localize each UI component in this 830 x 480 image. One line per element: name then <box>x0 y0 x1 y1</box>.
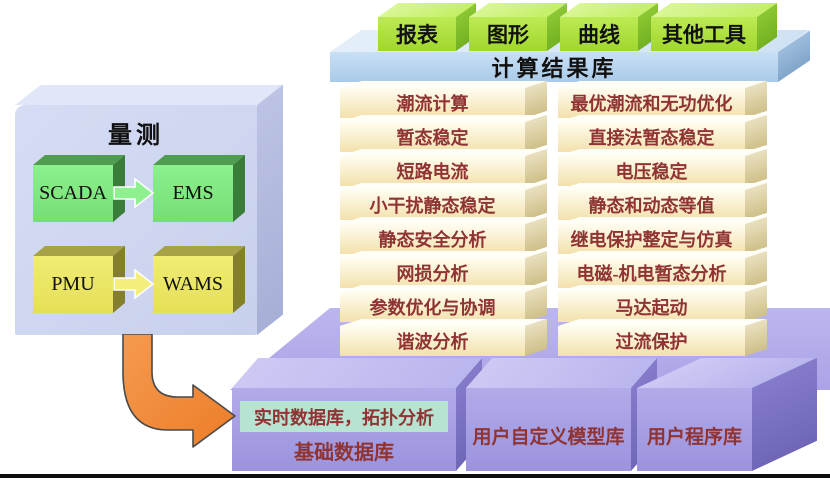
ems-label: EMS <box>172 182 214 204</box>
pmu-to-wams-arrow-icon <box>113 269 155 299</box>
tool-label: 其他工具 <box>662 23 746 47</box>
analysis-item-label: 静态和动态等值 <box>588 196 715 216</box>
analysis-item-label: 网损分析 <box>396 264 469 284</box>
analysis-item-label: 静态安全分析 <box>378 230 487 250</box>
base-database-box: 实时数据库，拓扑分析 基础数据库 <box>232 388 456 471</box>
analysis-item: 电磁-机电暂态分析 <box>558 258 745 288</box>
result-library-slab: 计算结果库 <box>330 52 778 82</box>
result-library-label: 计算结果库 <box>491 56 617 81</box>
analysis-item-label: 马达起动 <box>615 298 688 318</box>
analysis-stack-left: 潮流计算 暂态稳定 短路电流 小干扰静态稳定 静态安全分析 网损分析 参数优化与… <box>340 88 525 356</box>
tool-label: 图形 <box>487 23 529 47</box>
tools-row: 报表 图形 曲线 其他工具 <box>378 17 757 51</box>
analysis-item-label: 电磁-机电暂态分析 <box>576 264 727 284</box>
analysis-item-label: 短路电流 <box>396 162 469 182</box>
user-model-library-box: 用户自定义模型库 <box>466 388 631 471</box>
tool-box-reports: 报表 <box>378 17 456 51</box>
analysis-item-label: 暂态稳定 <box>396 128 469 148</box>
measurement-title: 量测 <box>108 123 164 149</box>
user-model-library-label: 用户自定义模型库 <box>472 427 625 448</box>
measurement-to-database-arrow-icon <box>122 334 236 448</box>
tool-box-graphics: 图形 <box>469 17 547 51</box>
user-program-library-box: 用户程序库 <box>637 388 752 471</box>
scada-label: SCADA <box>39 182 107 204</box>
scada-to-ems-arrow-icon <box>113 178 155 208</box>
analysis-item-label: 直接法暂态稳定 <box>588 128 715 148</box>
analysis-item-label: 参数优化与协调 <box>369 298 496 318</box>
pmu-box: PMU <box>33 256 113 313</box>
analysis-item: 潮流计算 <box>340 88 525 118</box>
tool-label: 报表 <box>396 23 438 47</box>
analysis-item: 静态和动态等值 <box>558 190 745 220</box>
analysis-item-label: 继电保护整定与仿真 <box>570 230 733 250</box>
tool-box-curves: 曲线 <box>560 17 638 51</box>
wams-label: WAMS <box>162 273 223 295</box>
ems-box: EMS <box>153 165 233 222</box>
analysis-item: 参数优化与协调 <box>340 292 525 322</box>
analysis-stack-right: 最优潮流和无功优化 直接法暂态稳定 电压稳定 静态和动态等值 继电保护整定与仿真… <box>558 88 745 356</box>
user-program-library-label: 用户程序库 <box>646 427 742 448</box>
analysis-item-label: 谐波分析 <box>396 332 469 352</box>
analysis-item: 小干扰静态稳定 <box>340 190 525 220</box>
analysis-item: 马达起动 <box>558 292 745 322</box>
analysis-item: 网损分析 <box>340 258 525 288</box>
pmu-label: PMU <box>51 273 95 295</box>
analysis-item: 过流保护 <box>558 326 745 356</box>
analysis-item: 谐波分析 <box>340 326 525 356</box>
analysis-item: 直接法暂态稳定 <box>558 122 745 152</box>
analysis-item-label: 过流保护 <box>615 332 688 352</box>
analysis-item: 静态安全分析 <box>340 224 525 254</box>
realtime-database-box: 实时数据库，拓扑分析 <box>240 401 448 432</box>
analysis-item-label: 最优潮流和无功优化 <box>570 94 733 114</box>
measurement-box: 量测 SCADA EMS PMU WAMS <box>15 105 257 335</box>
scada-box: SCADA <box>33 165 113 222</box>
realtime-database-label: 实时数据库，拓扑分析 <box>254 407 434 428</box>
analysis-item-label: 小干扰静态稳定 <box>369 196 496 216</box>
analysis-item: 暂态稳定 <box>340 122 525 152</box>
bottom-divider <box>0 474 830 478</box>
tool-label: 曲线 <box>578 23 620 47</box>
wams-box: WAMS <box>153 256 233 313</box>
base-database-label: 基础数据库 <box>294 442 394 464</box>
analysis-item: 电压稳定 <box>558 156 745 186</box>
tool-box-other-tools: 其他工具 <box>651 17 757 51</box>
analysis-item-label: 潮流计算 <box>396 94 469 114</box>
analysis-item: 最优潮流和无功优化 <box>558 88 745 118</box>
analysis-item: 继电保护整定与仿真 <box>558 224 745 254</box>
analysis-item: 短路电流 <box>340 156 525 186</box>
analysis-item-label: 电压稳定 <box>615 162 688 182</box>
